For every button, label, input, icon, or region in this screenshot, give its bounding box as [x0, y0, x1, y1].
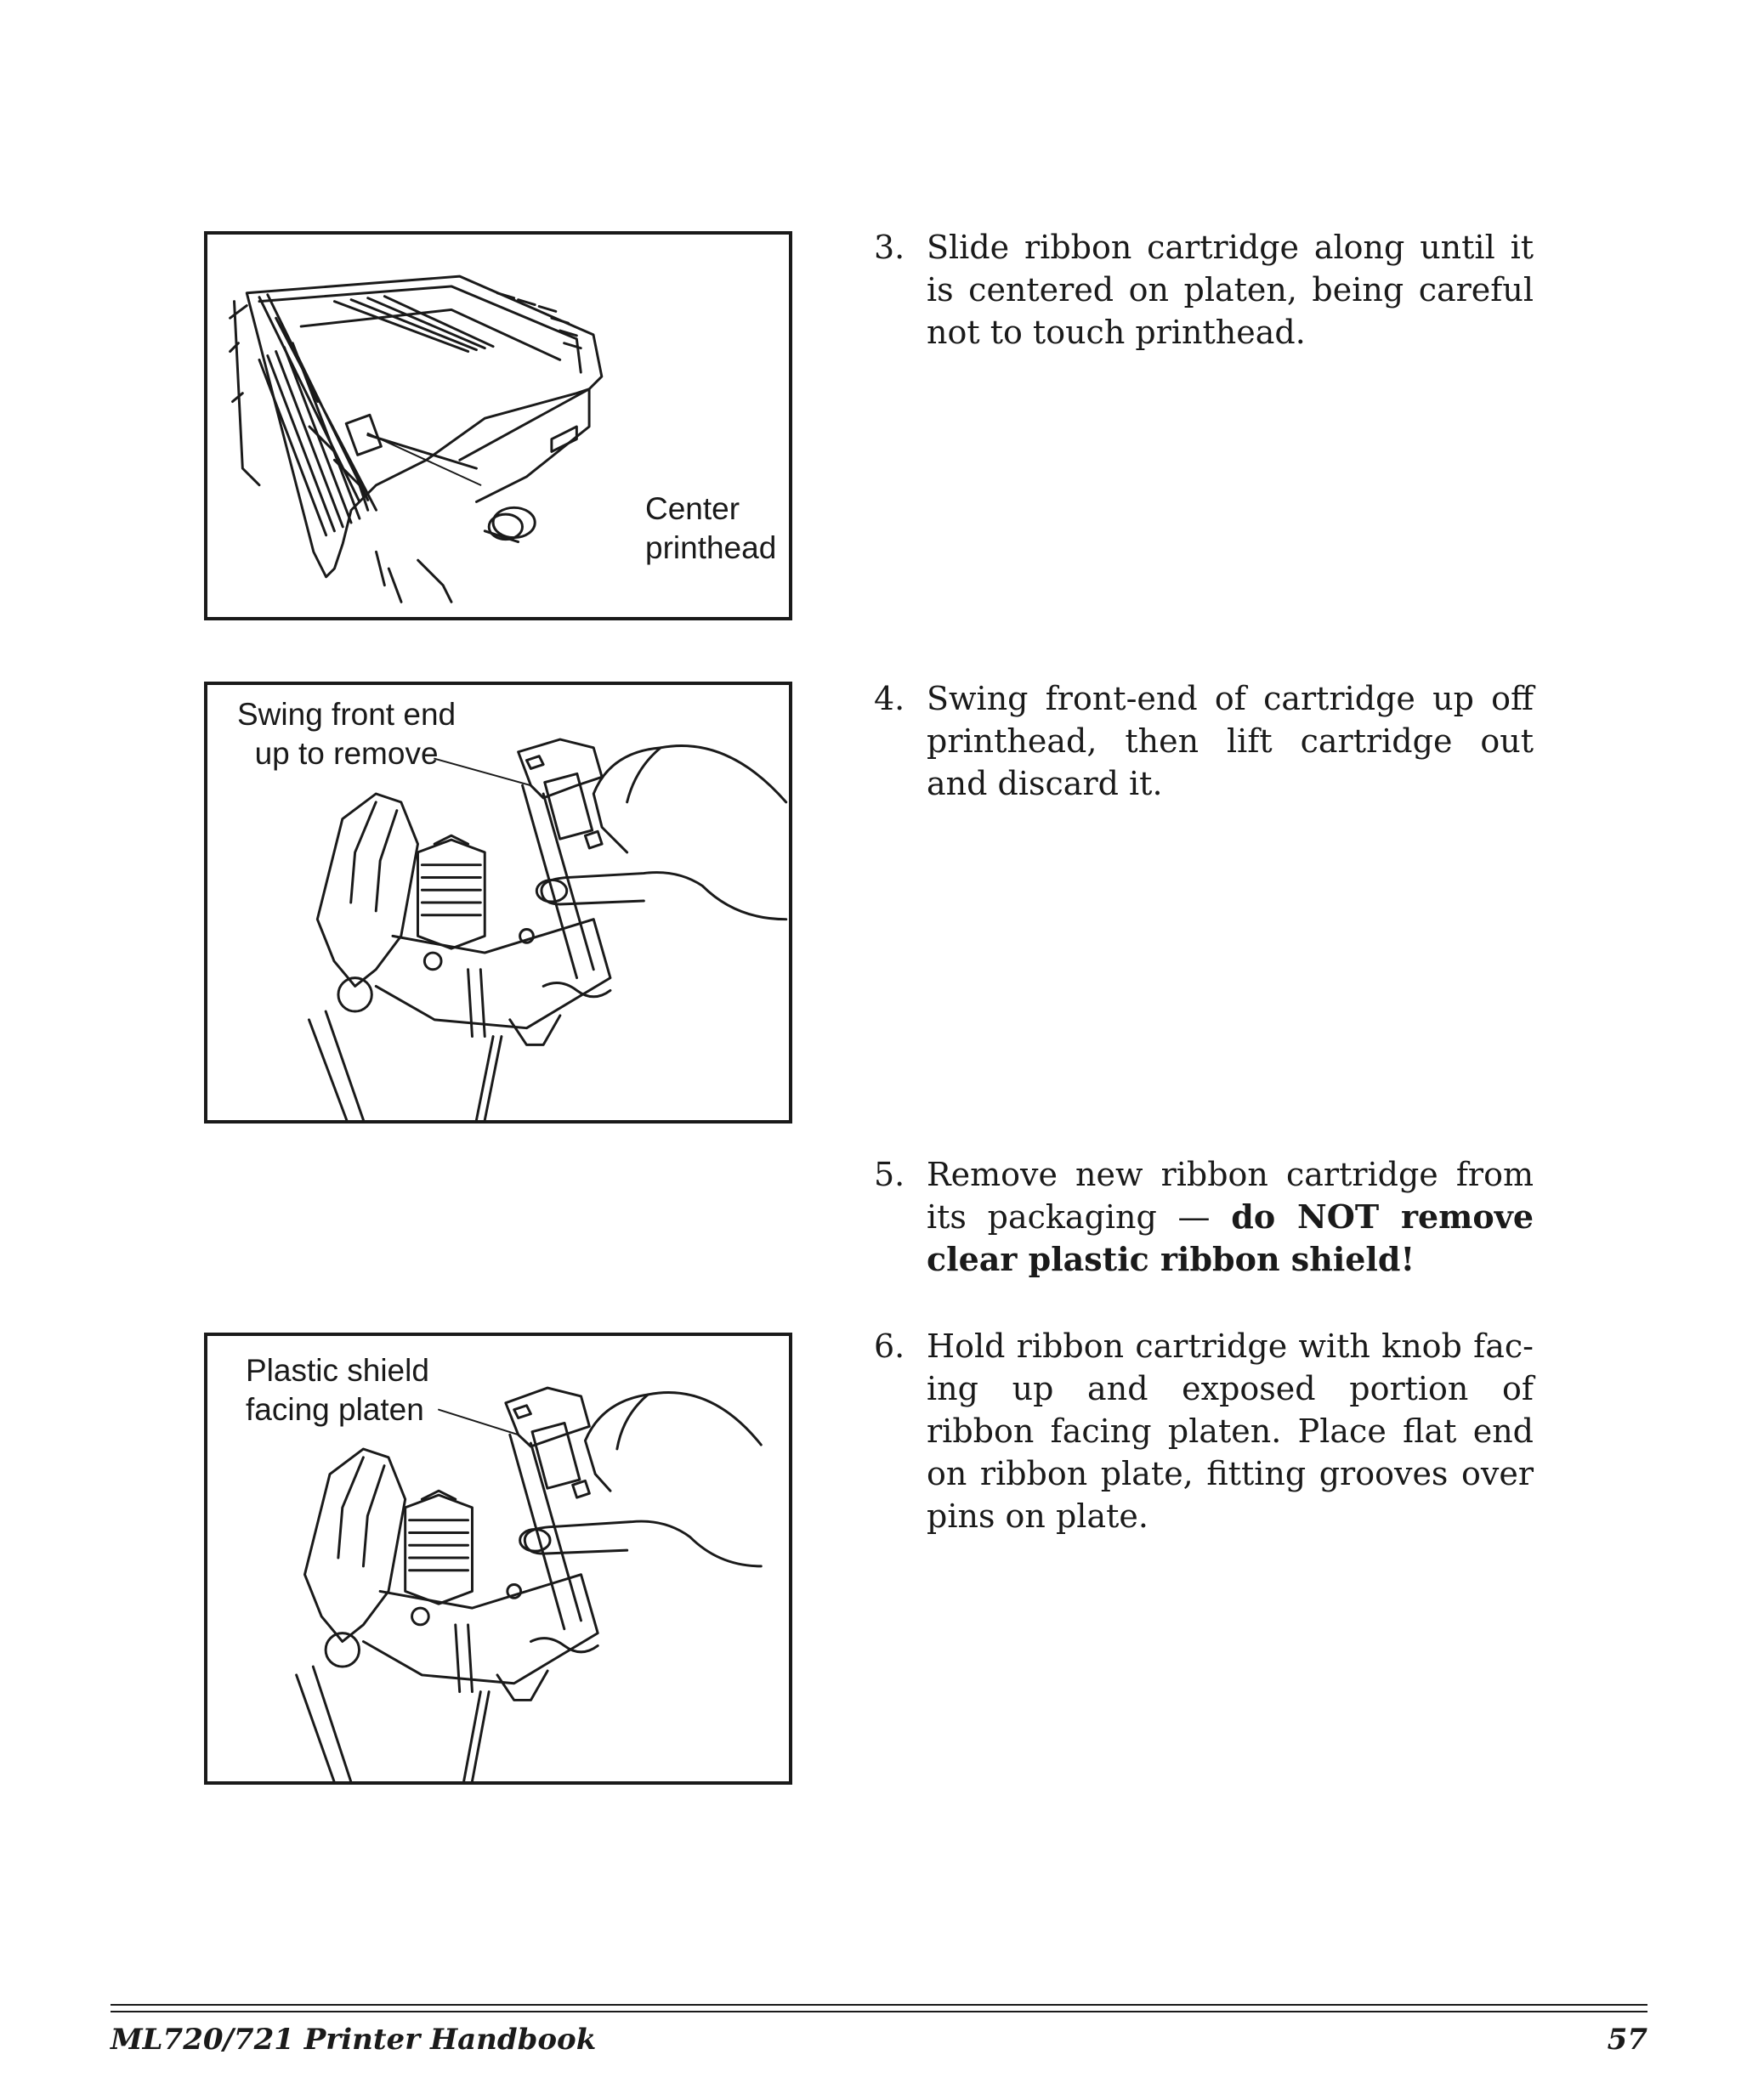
step-6-number: 6. — [874, 1327, 905, 1365]
cartridge-install-illustration — [295, 1386, 763, 1781]
callout-plastic-shield: Plastic shield facing platen — [246, 1353, 429, 1427]
step-4-text: Swing front-end of cartridge up off prin… — [927, 680, 1534, 802]
figure-swing-front-end: Swing front end up to remove — [204, 682, 792, 1124]
step-5-text: Remove new ribbon cartridge from its pac… — [927, 1156, 1534, 1236]
step-3: 3. Slide ribbon cartridge along until it… — [874, 226, 1534, 354]
callout-swing-front-end: Swing front end up to remove — [237, 697, 457, 771]
step-5-body: Remove new ribbon cartridge from its pac… — [927, 1153, 1534, 1281]
step-4-number: 4. — [874, 680, 905, 717]
page-number: 57 — [1607, 2023, 1647, 2057]
footer-rule-top — [111, 2004, 1647, 2006]
footer-title: ML720/721 Printer Handbook — [111, 2023, 597, 2057]
step-5: 5. Remove new ribbon cartridge from its … — [874, 1153, 1534, 1281]
figure-center-printhead: Center printhead — [204, 231, 792, 620]
figure-plastic-shield: Plastic shield facing platen — [204, 1333, 792, 1785]
cartridge-removal-illustration — [308, 738, 788, 1120]
step-6: 6. Hold ribbon cartridge with knob fac-i… — [874, 1325, 1534, 1537]
footer-rule-bottom — [111, 2011, 1647, 2012]
step-3-number: 3. — [874, 229, 905, 266]
step-5-warning: do NOT remove clear plastic ribbon shiel… — [927, 1197, 1534, 1278]
step-6-text: Hold ribbon cartridge with knob fac-ing … — [927, 1327, 1534, 1535]
step-4: 4. Swing front-end of cartridge up off p… — [874, 677, 1534, 805]
step-5-number: 5. — [874, 1156, 905, 1193]
step-3-text: Slide ribbon cartridge along until it is… — [927, 229, 1534, 351]
callout-center-printhead: Center printhead — [645, 491, 777, 565]
printer-illustration — [229, 275, 604, 603]
